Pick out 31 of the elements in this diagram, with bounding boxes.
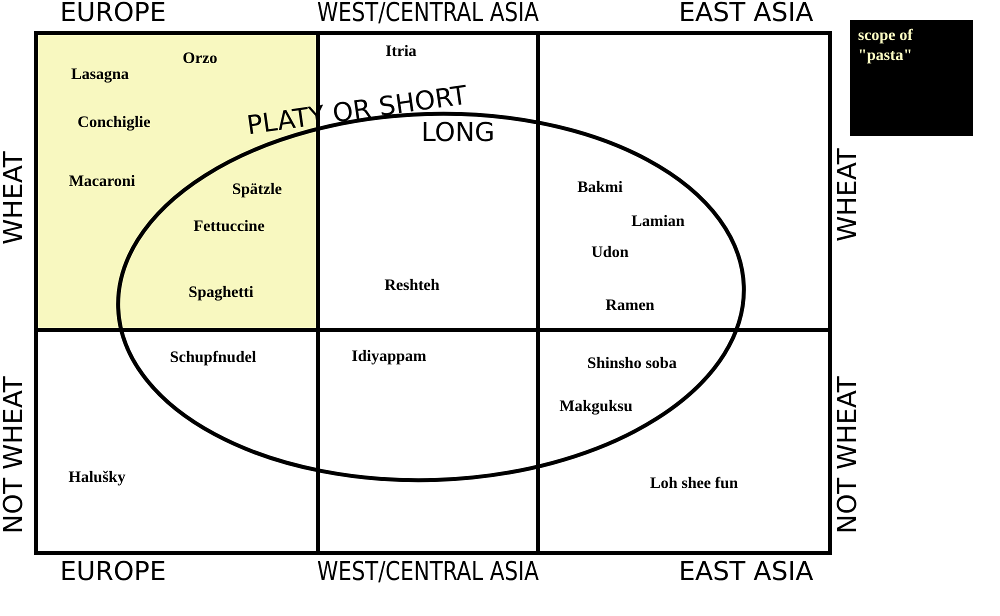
- axis-label: EAST ASIA: [678, 0, 814, 28]
- axis-label: EAST ASIA: [678, 557, 814, 587]
- food-label: Shinsho soba: [587, 355, 677, 373]
- food-label: Fettuccine: [193, 218, 265, 236]
- food-label: Schupfnudel: [170, 349, 256, 367]
- food-label: Conchiglie: [78, 114, 150, 132]
- food-label: Udon: [591, 244, 629, 262]
- food-label: Spätzle: [232, 181, 282, 199]
- food-label: Loh shee fun: [650, 475, 738, 493]
- food-label: Idiyappam: [352, 348, 426, 366]
- axis-label: LONG: [421, 118, 495, 148]
- axis-label: NOT WHEAT: [0, 376, 29, 534]
- axis-label: WEST/CENTRAL ASIA: [317, 557, 539, 587]
- food-label: Macaroni: [68, 173, 136, 191]
- axis-label: WHEAT: [0, 151, 29, 245]
- food-label: Itria: [385, 43, 417, 61]
- food-label: Orzo: [182, 50, 218, 68]
- food-label: Lasagna: [71, 66, 129, 84]
- axis-label: NOT WHEAT: [833, 376, 863, 534]
- food-label: Bakmi: [577, 179, 623, 197]
- food-label: Lamian: [631, 213, 685, 231]
- axis-label: EUROPE: [60, 0, 166, 28]
- axis-label: WEST/CENTRAL ASIA: [317, 0, 539, 28]
- legend-text: scope of "pasta": [858, 27, 913, 64]
- food-label: Reshteh: [384, 277, 440, 295]
- axis-label: WHEAT: [833, 148, 863, 242]
- food-label: Spaghetti: [188, 284, 254, 302]
- axis-label: EUROPE: [60, 557, 166, 587]
- food-label: Makguksu: [560, 398, 632, 416]
- food-label: Halušky: [68, 469, 126, 487]
- food-label: Ramen: [606, 297, 654, 315]
